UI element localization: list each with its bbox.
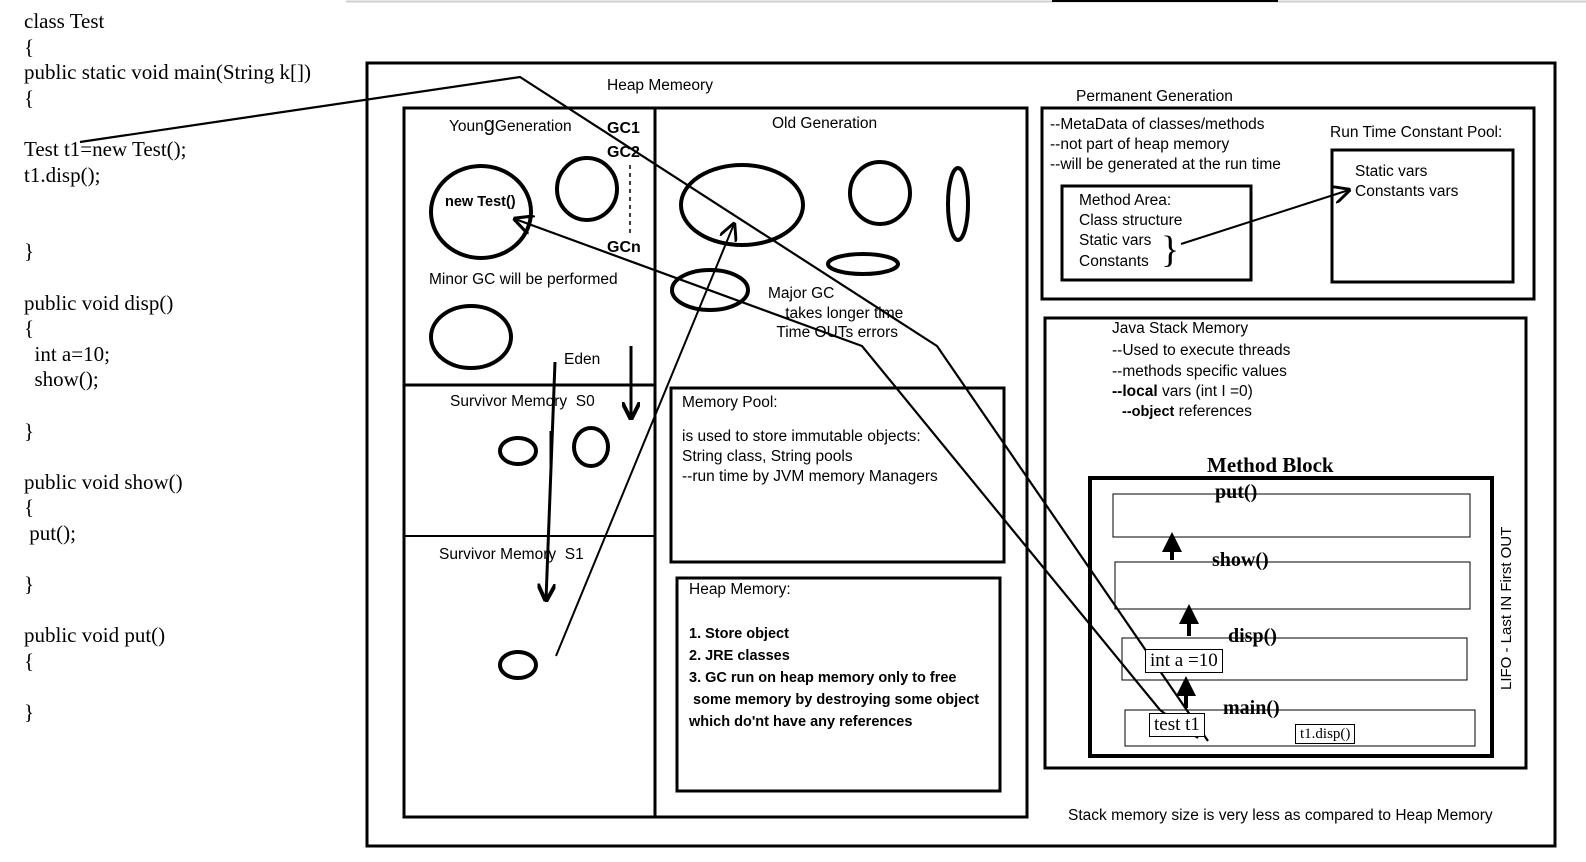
stack-line-2: --methods specific values xyxy=(1112,363,1287,380)
code-line: { xyxy=(24,85,35,110)
code-line: public void disp() xyxy=(24,290,174,315)
memory-pool-line-3: --run time by JVM memory Managers xyxy=(682,468,938,485)
method-block-title: Method Block xyxy=(1207,453,1334,477)
code-line: public void put() xyxy=(24,623,166,648)
heap-memory-line-3: 3. GC run on heap memory only to free xyxy=(689,670,957,686)
major-gc-line-2: takes longer time xyxy=(768,305,904,322)
stack-line-3: --local vars (int I =0) xyxy=(1112,383,1253,400)
heap-box xyxy=(402,106,1029,819)
code-line: { xyxy=(24,34,35,59)
method-area-line-3: Static vars xyxy=(1079,232,1152,249)
constant-pool-line-2: Constants vars xyxy=(1355,183,1459,200)
method-area-line-2: Class structure xyxy=(1079,212,1183,229)
stack-line-4: --object references xyxy=(1122,403,1252,420)
eden-label: Eden xyxy=(564,351,601,368)
code-line: { xyxy=(24,495,35,520)
major-gc-line-3: Time OUTs errors xyxy=(768,324,899,341)
lifo-label: LIFO - Last IN First OUT xyxy=(1498,526,1515,690)
code-line: } xyxy=(24,239,35,264)
memory-pool-title: Memory Pool: xyxy=(682,394,778,411)
memory-pool-line-2: String class, String pools xyxy=(682,448,853,465)
method-area-line-4: Constants xyxy=(1079,253,1149,270)
code-line: Test t1=new Test(); xyxy=(24,137,187,161)
heap-title: Heap Memeory xyxy=(607,77,713,94)
frame-disp-label: disp() xyxy=(1228,625,1277,647)
stack-title: Java Stack Memory xyxy=(1112,320,1249,337)
outer-frame xyxy=(365,61,1557,848)
young-generation-title: YoungGeneration xyxy=(449,114,572,136)
frame-main-label: main() xyxy=(1223,697,1280,719)
method-area-brace: } xyxy=(1161,229,1180,271)
survivor-s1-label: Survivor Memory S1 xyxy=(439,546,584,563)
code-line: public static void main(String k[]) xyxy=(24,60,311,85)
code-line: int a=10; xyxy=(24,341,110,366)
code-line: } xyxy=(24,700,35,725)
stack-footer-note: Stack memory size is very less as compar… xyxy=(1068,807,1493,824)
permanent-box xyxy=(1040,106,1536,301)
permanent-line-3: --will be generated at the run time xyxy=(1050,156,1281,173)
permanent-generation-title: Permanent Generation xyxy=(1076,88,1233,105)
frame-show-label: show() xyxy=(1212,549,1269,571)
method-area-line-1: Method Area: xyxy=(1079,192,1172,209)
constant-pool-title: Run Time Constant Pool: xyxy=(1330,124,1503,141)
heap-memory-line-4: some memory by destroying some object xyxy=(689,692,980,708)
permanent-line-1: --MetaData of classes/methods xyxy=(1050,116,1265,133)
new-test-object-label: new Test() xyxy=(445,194,516,210)
frame-put-label: put() xyxy=(1215,481,1258,503)
gc2-label: GC2 xyxy=(607,144,640,161)
major-gc-line-1: Major GC xyxy=(768,285,835,302)
main-call-label: t1.disp() xyxy=(1295,724,1356,744)
code-line: } xyxy=(24,572,35,597)
heap-memory-title: Heap Memory: xyxy=(689,581,791,598)
minor-gc-label: Minor GC will be performed xyxy=(429,271,618,288)
memory-pool-line-1: is used to store immutable objects: xyxy=(682,428,921,445)
heap-memory-line-2: 2. JRE classes xyxy=(689,648,790,664)
code-line: public void show() xyxy=(24,469,183,494)
heap-memory-line-1: 1. Store object xyxy=(689,626,789,642)
gcn-label: GCn xyxy=(607,239,641,256)
stack-box xyxy=(1043,316,1528,770)
code-line: show(); xyxy=(24,367,99,392)
code-line: t1.disp(); xyxy=(24,162,101,187)
code-line: } xyxy=(24,418,35,443)
stack-line-1: --Used to execute threads xyxy=(1112,342,1291,359)
constant-pool-line-1: Static vars xyxy=(1355,163,1428,180)
gc1-label: GC1 xyxy=(607,120,640,137)
code-line: class Test xyxy=(24,9,105,33)
code-line: put(); xyxy=(24,521,76,545)
disp-local-var: int a =10 xyxy=(1145,649,1223,673)
main-local-var: test t1 xyxy=(1149,713,1205,737)
heap-memory-line-5: which do'nt have any references xyxy=(689,714,913,730)
code-line: { xyxy=(24,649,35,673)
permanent-line-2: --not part of heap memory xyxy=(1050,136,1230,153)
code-line: { xyxy=(24,316,35,341)
old-generation-title: Old Generation xyxy=(772,115,878,132)
survivor-s0-label: Survivor Memory S0 xyxy=(450,393,595,410)
